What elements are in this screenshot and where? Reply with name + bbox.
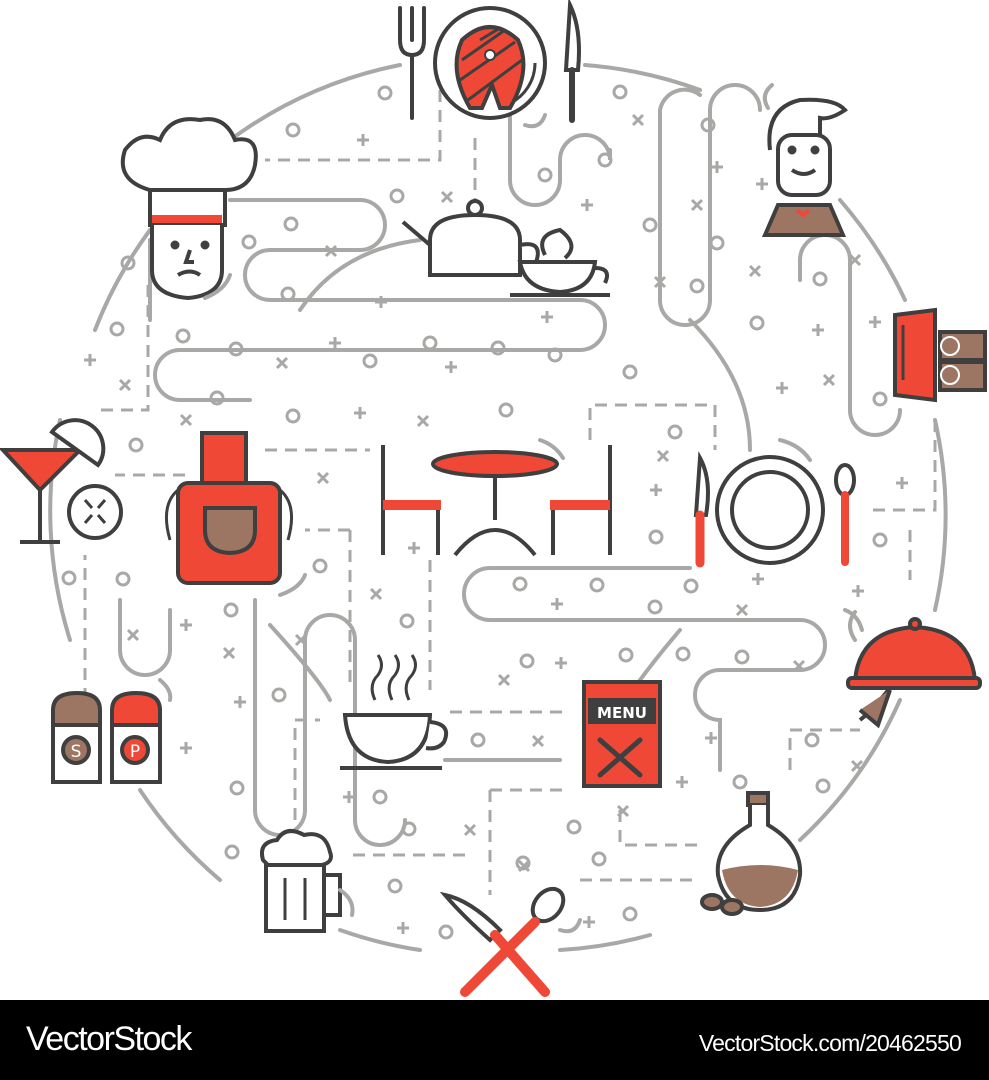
beer-mug-icon	[260, 829, 342, 933]
plate-cutlery-icon	[693, 451, 856, 568]
footer-bar: VectorStock VectorStock.com/20462550	[0, 1000, 989, 1080]
cocktail-icon	[0, 448, 85, 544]
waiter-icon	[761, 97, 848, 237]
knife-icon	[563, 0, 581, 123]
crossed-knife-spoon-icon	[439, 886, 566, 997]
cloche-icon	[846, 617, 982, 729]
image-reference: VectorStock.com/20462550	[698, 1030, 962, 1056]
dashed-arrows	[83, 90, 937, 895]
coffee-cup-icon	[340, 654, 449, 770]
menu-label: MENU	[597, 704, 647, 722]
outer-circle	[48, 63, 948, 952]
fork-icon	[398, 6, 426, 120]
salmon-steak-plate-icon	[433, 6, 547, 120]
salt-label: S	[71, 742, 82, 762]
pepper-label: P	[130, 742, 140, 762]
motion-lines	[158, 83, 864, 934]
wallet-money-icon	[893, 307, 987, 403]
chef-icon	[120, 117, 258, 301]
restaurant-maze-illustration: S P MENU	[0, 0, 987, 997]
teacup-icon	[510, 227, 610, 297]
brand-logo: VectorStock	[26, 1020, 192, 1058]
lemon-slice-icon	[49, 418, 123, 540]
table-chairs-icon	[381, 445, 612, 557]
teapot-icon	[401, 199, 540, 277]
olive-oil-bottle-icon	[700, 791, 803, 916]
salt-pepper-icon: S P	[51, 690, 162, 784]
menu-icon: MENU	[582, 680, 662, 788]
apron-icon	[164, 431, 294, 585]
